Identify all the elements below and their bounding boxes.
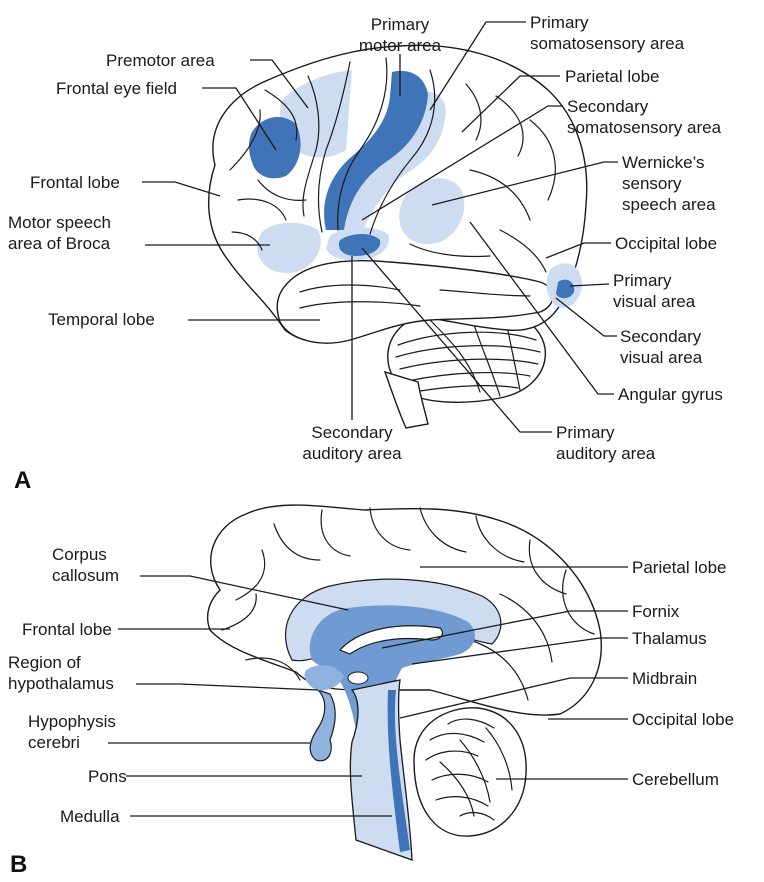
label-parietal-lobe-a: Parietal lobe bbox=[565, 67, 660, 86]
label-occipital-lobe-b: Occipital lobe bbox=[632, 710, 734, 729]
interthalamic-adhesion bbox=[348, 672, 368, 684]
label-midbrain: Midbrain bbox=[632, 669, 697, 688]
label-parietal-lobe-b: Parietal lobe bbox=[632, 558, 727, 577]
hypophysis-region bbox=[310, 690, 335, 761]
label-frontal-lobe-a: Frontal lobe bbox=[30, 173, 120, 192]
label-temporal-lobe-a: Temporal lobe bbox=[48, 310, 155, 329]
leader-hypothalamus bbox=[136, 684, 318, 690]
label-frontal-eye-field: Frontal eye field bbox=[56, 79, 177, 98]
panel-b-midsagittal-brain bbox=[208, 505, 602, 860]
label-frontal-lobe-b: Frontal lobe bbox=[22, 620, 112, 639]
label-medulla: Medulla bbox=[60, 807, 120, 826]
label-fornix: Fornix bbox=[632, 602, 680, 621]
label-premotor-area: Premotor area bbox=[106, 51, 215, 70]
panel-letter-a: A bbox=[14, 467, 31, 494]
label-angular-gyrus: Angular gyrus bbox=[618, 385, 723, 404]
label-pons: Pons bbox=[88, 767, 127, 786]
panel-letter-b: B bbox=[10, 851, 27, 878]
label-cerebellum: Cerebellum bbox=[632, 770, 719, 789]
panel-a-lateral-brain bbox=[209, 45, 587, 428]
label-occipital-lobe-a: Occipital lobe bbox=[615, 234, 717, 253]
label-thalamus: Thalamus bbox=[632, 629, 707, 648]
